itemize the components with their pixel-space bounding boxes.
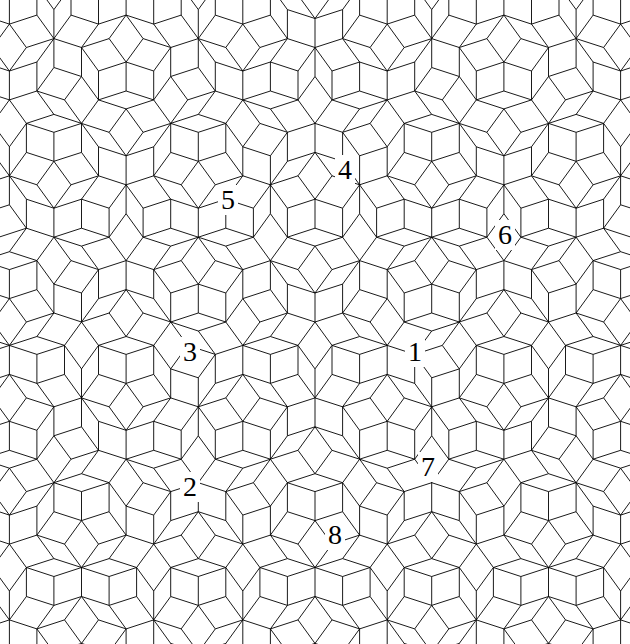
callout-number: 5 xyxy=(218,185,238,215)
callout-number: 7 xyxy=(418,452,438,482)
callout-number: 3 xyxy=(180,337,200,367)
callout-number: 4 xyxy=(335,155,355,185)
callout-number: 1 xyxy=(405,337,425,367)
callout-number: 8 xyxy=(325,520,345,550)
callout-number: 6 xyxy=(495,220,515,250)
callout-number: 2 xyxy=(180,472,200,502)
